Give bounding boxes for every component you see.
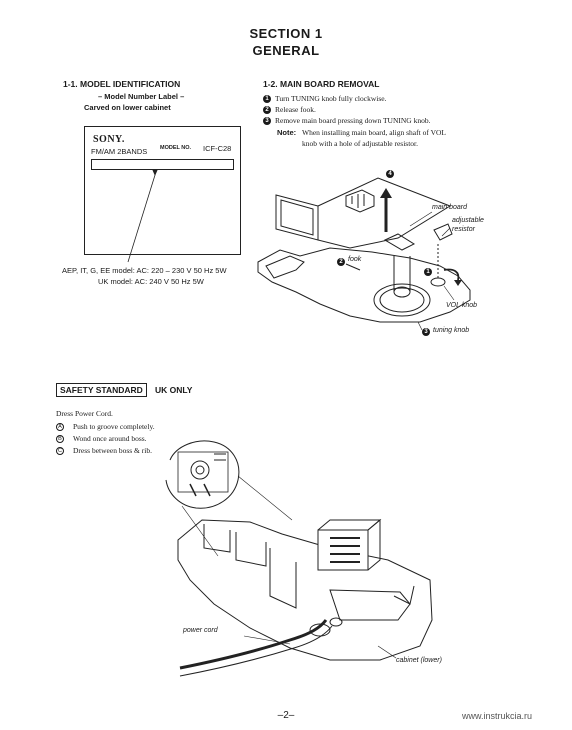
callout-cabinet-lower: cabinet (lower)	[396, 657, 442, 664]
item-mark: A	[56, 423, 64, 431]
model-label-subtitle: – Model Number Label –	[98, 92, 185, 101]
note-line-2: knob with a hole of adjustable resistor.	[302, 139, 419, 148]
safety-item-a: A Push to groove completely.	[56, 422, 155, 431]
item-mark: B	[56, 435, 64, 443]
model-identification-heading: 1-1. MODEL IDENTIFICATION	[63, 79, 181, 89]
note-label: Note:	[277, 128, 297, 137]
section-title: GENERAL	[252, 43, 320, 58]
dress-power-cord-text: Dress Power Cord.	[56, 409, 113, 418]
safety-standard-badge: SAFETY STANDARD	[56, 383, 147, 397]
callout-number-2: 2	[337, 258, 345, 266]
item-mark: C	[56, 447, 64, 455]
callout-resistor: resistor	[452, 226, 475, 233]
step-number: 2	[263, 106, 271, 114]
step-2: 2 Release fook.	[263, 105, 316, 114]
step-1: 1 Turn TUNING knob fully clockwise.	[263, 94, 386, 103]
band-text: FM/AM 2BANDS	[91, 147, 148, 156]
step-text: Release fook.	[275, 105, 316, 114]
item-text: Wond once around boss.	[73, 434, 147, 443]
note-line-1: When installing main board, align shaft …	[302, 128, 446, 137]
item-text: Push to groove completely.	[73, 422, 155, 431]
model-name: ICF-C28	[203, 144, 232, 153]
main-board-removal-heading: 1-2. MAIN BOARD REMOVAL	[263, 79, 380, 89]
callout-vol-knob: VOL knob	[446, 302, 478, 309]
step-number: 1	[263, 95, 271, 103]
page-number: –2–	[277, 710, 295, 721]
item-text: Dress between boss & rib.	[73, 446, 152, 455]
callout-fook: fook	[348, 256, 362, 263]
sony-logo: SONY.	[93, 134, 125, 145]
power-spec-uk: UK model: AC: 240 V 50 Hz 5W	[98, 277, 204, 286]
uk-only-label: UK ONLY	[155, 385, 193, 395]
serial-field	[91, 159, 234, 170]
callout-number-1: 1	[424, 268, 432, 276]
callout-main-board: main board	[432, 204, 468, 211]
step-text: Remove main board pressing down TUNING k…	[275, 116, 431, 125]
callout-power-cord: power cord	[183, 627, 218, 634]
power-spec-eu: AEP, IT, G, EE model: AC: 220 – 230 V 50…	[62, 266, 227, 275]
section-number: SECTION 1	[249, 26, 323, 41]
step-number: 3	[263, 117, 271, 125]
watermark: www.instrukcia.ru	[462, 711, 533, 721]
callout-number-3: 3	[422, 328, 430, 336]
carved-note: Carved on lower cabinet	[84, 103, 171, 112]
model-number-label	[84, 126, 241, 255]
callout-adjustable: adjustable	[452, 217, 484, 224]
safety-item-b: B Wond once around boss.	[56, 434, 147, 443]
callout-tuning-knob: tuning knob	[433, 327, 470, 334]
safety-item-c: C Dress between boss & rib.	[56, 446, 152, 455]
callout-number-4: 4	[386, 170, 394, 178]
step-text: Turn TUNING knob fully clockwise.	[275, 94, 387, 103]
model-no-caption: MODEL NO.	[160, 145, 192, 151]
step-3: 3 Remove main board pressing down TUNING…	[263, 116, 430, 125]
